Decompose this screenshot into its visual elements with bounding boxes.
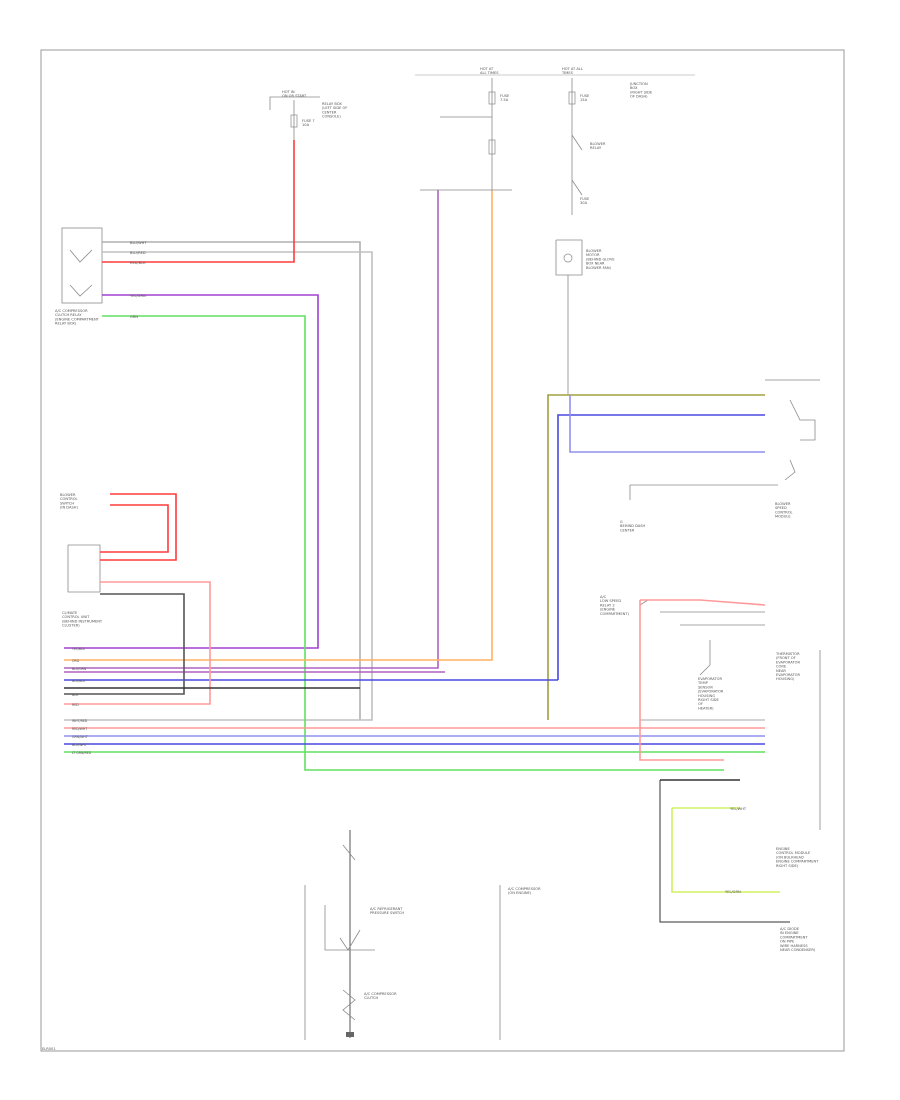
wire-ecm-black — [659, 780, 790, 923]
ctrl-pin-label-11: LT GRN/RED — [72, 751, 92, 755]
ac-compressor-label: A/C COMPRESSOR(ON ENGINE) — [508, 887, 541, 895]
wire-switch-red-2 — [100, 504, 169, 553]
wire-label-relay-2: BLU/RED — [130, 251, 146, 255]
wire-blue-2 — [569, 395, 765, 453]
footer-code: ELR001 — [42, 1047, 56, 1051]
wire-fuse-mid-violet — [64, 190, 439, 669]
ctrl-pin-label-8: RED/WHT — [72, 727, 87, 731]
wire-relay-green — [102, 315, 724, 771]
wire-blue-1 — [557, 414, 765, 680]
ecm-wire-label: YEL/WHT — [730, 807, 747, 811]
ctrl-pin-label-5: BLK — [72, 693, 79, 697]
diagram-frame — [40, 49, 845, 1052]
wire-label-relay-5: GRN — [130, 315, 138, 319]
wire-relay-gray-2 — [64, 251, 373, 721]
wire-olive — [547, 394, 765, 720]
ctrl-pin-label-1: YEL/BLU — [72, 647, 86, 651]
wire-fuse-mid-orange — [64, 190, 493, 661]
ctrl-pin-label-9: GRN/WHT — [72, 735, 88, 739]
ecm-wire-label-2: YEL/GRN — [725, 890, 741, 894]
ctrl-pin-label-7: WHT/RED — [72, 719, 88, 723]
wire-relay-purple — [64, 294, 319, 649]
wire-switch-pink — [64, 581, 211, 705]
wire-ecm-yellowgreen-2 — [671, 808, 780, 893]
wire-switch-red-1 — [100, 493, 177, 561]
wire-label-relay-1: BLU/WHT — [130, 241, 147, 245]
ctrl-pin-label-10: BLU/WHT — [72, 743, 87, 747]
wire-relay-red — [102, 140, 295, 263]
wire-label-relay-4: YEL/GRN — [130, 294, 146, 298]
wire-label-relay-3: RED/BLK — [130, 261, 146, 265]
ctrl-pin-label-4: BLU/BLK — [72, 679, 86, 683]
ctrl-pin-label-3: BLU/GRN — [72, 667, 87, 671]
ctrl-pin-label-2: ORG — [72, 659, 80, 663]
wire-relay-gray-1 — [102, 241, 361, 720]
ctrl-pin-label-6: RED — [72, 703, 79, 707]
wire-switch-dark — [64, 593, 185, 695]
